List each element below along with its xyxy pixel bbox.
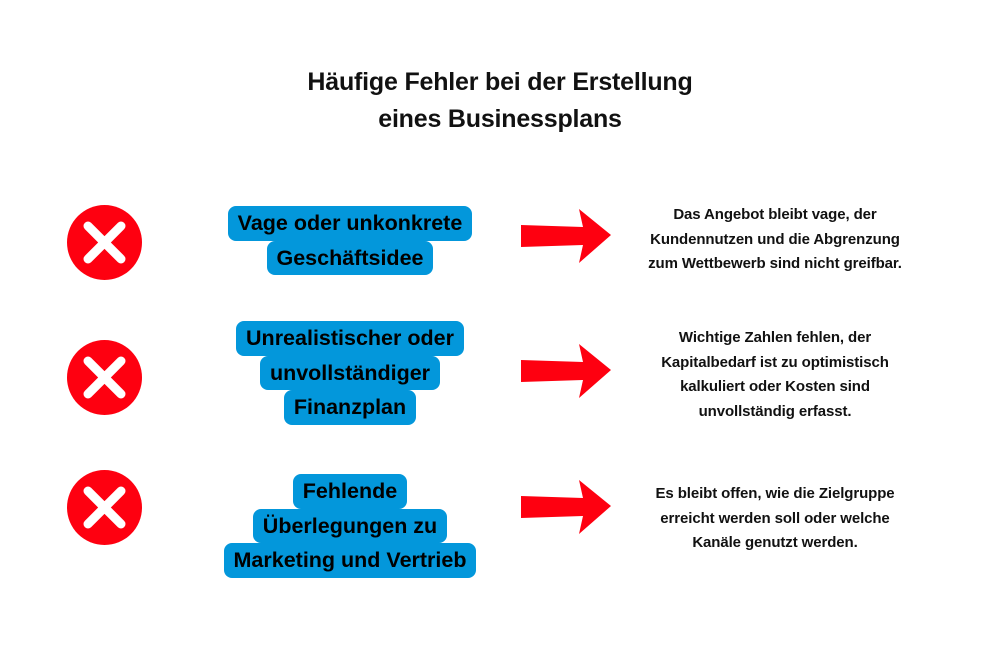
mistake-label: Fehlende Überlegungen zu Marketing und V… bbox=[200, 474, 500, 578]
description-line: kalkuliert oder Kosten sind bbox=[680, 378, 870, 395]
x-circle-icon bbox=[67, 470, 142, 545]
description-line: Kapitalbedarf ist zu optimistisch bbox=[661, 353, 889, 371]
x-circle-icon bbox=[67, 340, 142, 415]
arrow-right-icon bbox=[521, 480, 611, 534]
description-line: unvollständig erfasst. bbox=[698, 402, 852, 420]
description-line: zum Wettbewerb sind nicht greifbar. bbox=[648, 255, 902, 272]
label-line: unvollständiger bbox=[259, 355, 441, 390]
description-line: Das Angebot bleibt vage, der bbox=[673, 206, 877, 223]
description-line: Kundennutzen und die Abgrenzung bbox=[650, 230, 900, 248]
mistake-description: Wichtige Zahlen fehlen, der Kapitalbedar… bbox=[605, 326, 945, 424]
mistake-description: Das Angebot bleibt vage, der Kundennutze… bbox=[605, 203, 945, 277]
title-line-1: Häufige Fehler bei der Erstellung bbox=[307, 68, 693, 96]
description-line: Kanäle genutzt werden. bbox=[692, 534, 858, 551]
label-line: Unrealistischer oder bbox=[236, 321, 464, 356]
mistake-label: Vage oder unkonkrete Geschäftsidee bbox=[200, 206, 500, 275]
label-line: Fehlende bbox=[292, 474, 408, 509]
mistake-description: Es bleibt offen, wie die Zielgruppe erre… bbox=[605, 482, 945, 556]
label-line: Finanzplan bbox=[283, 390, 417, 425]
description-line: erreicht werden soll oder welche bbox=[660, 509, 890, 527]
mistake-label: Unrealistischer oder unvollständiger Fin… bbox=[200, 321, 500, 425]
arrow-right-icon bbox=[521, 344, 611, 398]
label-line: Geschäftsidee bbox=[266, 240, 434, 275]
page-title: Häufige Fehler bei der Erstellung eines … bbox=[0, 64, 1000, 138]
title-line-2: eines Businessplans bbox=[378, 105, 622, 133]
label-line: Marketing und Vertrieb bbox=[223, 543, 477, 578]
label-line: Überlegungen zu bbox=[252, 508, 448, 543]
arrow-right-icon bbox=[521, 209, 611, 263]
label-line: Vage oder unkonkrete bbox=[227, 206, 473, 241]
description-line: Wichtige Zahlen fehlen, der bbox=[678, 329, 872, 346]
x-circle-icon bbox=[67, 205, 142, 280]
description-line: Es bleibt offen, wie die Zielgruppe bbox=[655, 485, 895, 502]
